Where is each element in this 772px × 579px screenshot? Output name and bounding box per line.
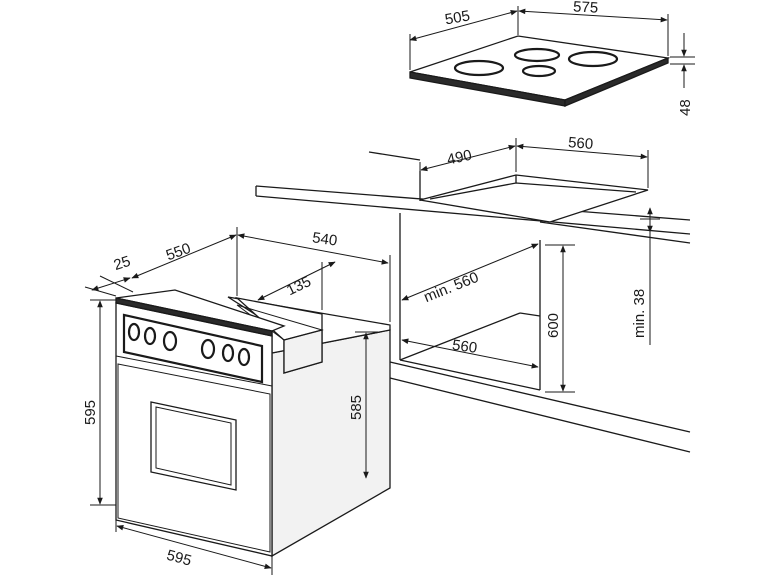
dim-hob-width: 575 [573, 0, 599, 17]
knob [237, 347, 251, 367]
dim-hob-depth: 505 [444, 7, 472, 28]
hob [409, 35, 671, 107]
dim-niche-height: 600 [545, 313, 562, 338]
dim-oven-body-depth: 540 [311, 229, 338, 249]
dim-oven-panel-depth: 135 [284, 273, 314, 299]
dim-niche-width: 560 [451, 337, 478, 357]
dim-hob-height: 48 [677, 99, 694, 116]
dim-worktop-min: min. 38 [631, 289, 648, 338]
hob-burner [453, 59, 505, 77]
dim-oven-depth: 550 [164, 240, 193, 265]
hob-burner [567, 50, 619, 68]
dim-cutout-depth: 490 [445, 147, 473, 169]
oven-knobs [127, 322, 251, 367]
knob [221, 343, 235, 363]
worktop-cutout [419, 174, 649, 223]
knob [127, 322, 141, 342]
knob [143, 326, 157, 346]
dim-niche-min-width: min. 560 [421, 269, 481, 306]
dim-cutout-width: 560 [568, 134, 594, 153]
hob-burner [521, 64, 557, 78]
knob [162, 330, 178, 352]
dim-oven-offset: 25 [112, 253, 133, 274]
dim-oven-width: 595 [165, 547, 194, 570]
dim-oven-body-height: 585 [348, 395, 365, 420]
oven [115, 289, 391, 558]
hob-burner [513, 47, 561, 63]
oven-window [150, 401, 237, 491]
knob [200, 338, 216, 360]
dim-oven-height: 595 [82, 400, 99, 425]
